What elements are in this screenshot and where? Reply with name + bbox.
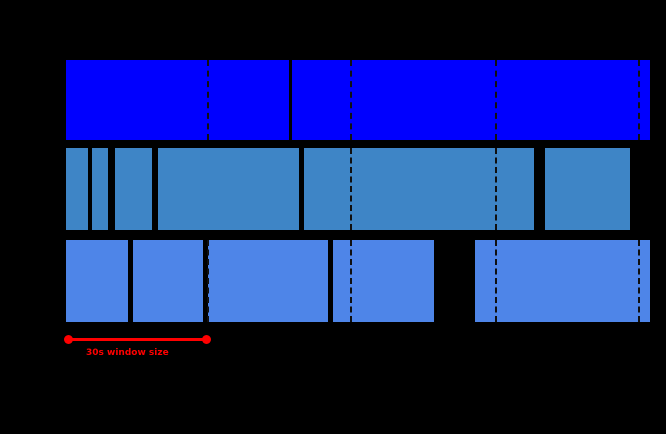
timeline-segment[interactable] — [208, 240, 328, 322]
window-boundary-line — [495, 240, 497, 322]
row-label-3: Row 3 — [26, 275, 60, 288]
window-size-annotation-end-marker — [202, 335, 211, 344]
timeline-segment[interactable] — [292, 60, 650, 140]
window-size-annotation-start-marker — [64, 335, 73, 344]
window-size-annotation-label: 30s window size — [86, 348, 169, 358]
timeline-segment[interactable] — [333, 240, 434, 322]
window-boundary-line — [638, 240, 640, 322]
window-boundary-line — [495, 148, 497, 230]
window-boundary-line — [495, 60, 497, 140]
window-boundary-line — [207, 240, 209, 322]
timeline-segment[interactable] — [115, 148, 152, 230]
timeline-segment[interactable] — [475, 240, 650, 322]
row-label-1: Row 1 — [26, 95, 60, 108]
timeline-segment[interactable] — [66, 240, 128, 322]
window-boundary-line — [638, 60, 640, 140]
window-boundary-line — [207, 60, 209, 140]
window-size-annotation-line — [70, 338, 205, 341]
window-boundary-line — [350, 60, 352, 140]
timeline-segment[interactable] — [545, 148, 630, 230]
window-boundary-line — [350, 148, 352, 230]
timeline-segment[interactable] — [66, 148, 88, 230]
window-boundary-line — [350, 240, 352, 322]
timeline-segment[interactable] — [92, 148, 108, 230]
timeline-segment[interactable] — [158, 148, 299, 230]
row-label-2: Row 2 — [26, 183, 60, 196]
timeline-segment[interactable] — [133, 240, 203, 322]
timeline-segment[interactable] — [304, 148, 534, 230]
timeline-segment[interactable] — [66, 60, 289, 140]
